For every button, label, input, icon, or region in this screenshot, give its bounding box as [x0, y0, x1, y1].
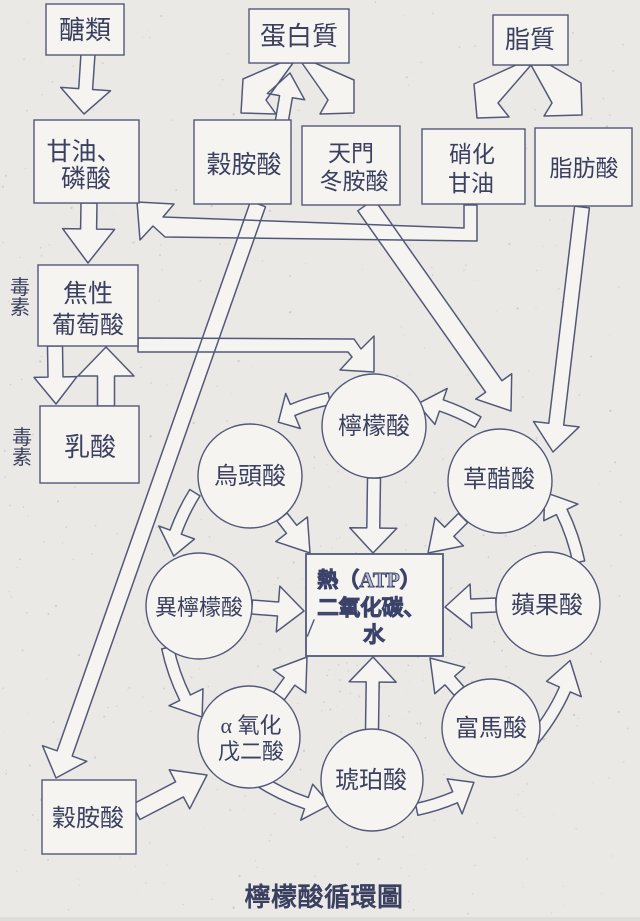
svg-text:蘋果酸: 蘋果酸 — [511, 592, 583, 619]
svg-text:焦性: 焦性 — [63, 280, 113, 308]
svg-text:穀胺酸: 穀胺酸 — [52, 805, 124, 832]
svg-text:蛋白質: 蛋白質 — [260, 22, 338, 51]
svg-text:脂質: 脂質 — [505, 26, 555, 54]
svg-text:穀胺酸: 穀胺酸 — [206, 151, 281, 179]
svg-text:草醋酸: 草醋酸 — [463, 466, 535, 493]
svg-text:醣類: 醣類 — [59, 16, 111, 45]
svg-text:脂肪酸: 脂肪酸 — [550, 156, 619, 181]
svg-text:葡萄酸: 葡萄酸 — [52, 312, 124, 339]
svg-text:磷酸: 磷酸 — [61, 165, 111, 193]
svg-text:冬胺酸: 冬胺酸 — [320, 169, 389, 194]
svg-text:水: 水 — [363, 623, 385, 647]
svg-text:富馬酸: 富馬酸 — [455, 715, 527, 742]
svg-text:乳酸: 乳酸 — [64, 433, 116, 462]
svg-text:素: 素 — [10, 296, 30, 319]
svg-text:烏頭酸: 烏頭酸 — [214, 463, 286, 490]
svg-text:檸檬酸循環圖: 檸檬酸循環圖 — [244, 883, 403, 912]
svg-text:素: 素 — [12, 446, 32, 469]
svg-text:異檸檬酸: 異檸檬酸 — [155, 595, 243, 620]
svg-text:二氧化碳、: 二氧化碳、 — [317, 595, 425, 620]
svg-text:硝化: 硝化 — [449, 142, 495, 167]
svg-text:戊二酸: 戊二酸 — [218, 739, 284, 764]
svg-text:甘油、: 甘油、 — [46, 138, 121, 166]
svg-text:檸檬酸: 檸檬酸 — [338, 413, 410, 440]
svg-text:熱（ATP）: 熱（ATP） — [317, 568, 420, 592]
svg-text:甘油: 甘油 — [448, 171, 494, 196]
svg-text:α 氧化: α 氧化 — [220, 713, 281, 738]
svg-text:天門: 天門 — [328, 141, 374, 166]
svg-text:毒: 毒 — [10, 276, 30, 299]
svg-text:琥珀酸: 琥珀酸 — [335, 767, 407, 794]
svg-text:毒: 毒 — [12, 426, 32, 449]
